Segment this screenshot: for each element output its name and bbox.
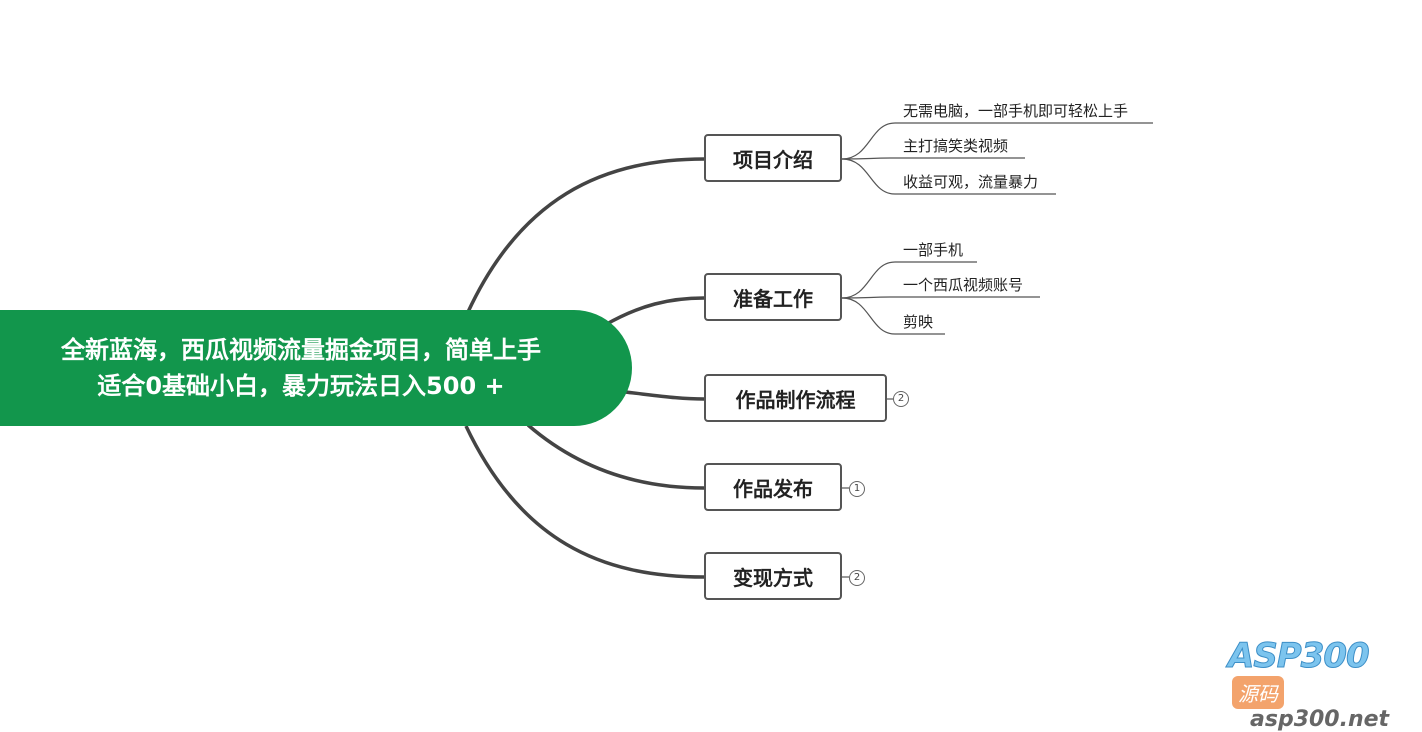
topic-monetization[interactable]: 变现方式 xyxy=(704,552,842,600)
topic-project-intro[interactable]: 项目介绍 xyxy=(704,134,842,182)
topic-production-workflow[interactable]: 作品制作流程 xyxy=(704,374,887,422)
leaf-item[interactable]: 一部手机 xyxy=(903,241,964,259)
link-root-intro xyxy=(466,157,705,313)
watermark-logo: ASP300源码 asp300.net xyxy=(1228,636,1422,732)
root-topic[interactable]: 全新蓝海，西瓜视频流量掘金项目，简单上手 适合0基础小白，暴力玩法日入500 + xyxy=(0,310,632,426)
connector-lines xyxy=(464,122,1153,579)
link-root-publish xyxy=(526,423,705,490)
leaf-item[interactable]: 无需电脑，一部手机即可轻松上手 xyxy=(903,102,1129,120)
leaf-item[interactable]: 收益可观，流量暴力 xyxy=(903,173,1039,191)
watermark-brand: ASP300 xyxy=(1228,636,1371,677)
leaf-item[interactable]: 主打搞笑类视频 xyxy=(903,137,1009,155)
topic-publish[interactable]: 作品发布 xyxy=(704,463,842,511)
leaf-item[interactable]: 一个西瓜视频账号 xyxy=(903,276,1024,294)
collapsed-count-badge[interactable]: 2 xyxy=(849,570,865,586)
link-root-prep xyxy=(604,296,705,327)
link-root-workflow xyxy=(624,390,705,401)
root-title-line2: 适合0基础小白，暴力玩法日入500 + xyxy=(97,372,505,400)
leaf-item[interactable]: 剪映 xyxy=(903,313,934,331)
watermark-tag: 源码 xyxy=(1232,676,1284,709)
topic-preparation[interactable]: 准备工作 xyxy=(704,273,842,321)
collapsed-count-badge[interactable]: 1 xyxy=(849,481,865,497)
watermark-url: asp300.net xyxy=(1250,707,1390,732)
collapsed-count-badge[interactable]: 2 xyxy=(893,391,909,407)
link-root-monetize xyxy=(464,425,705,579)
root-title-line1: 全新蓝海，西瓜视频流量掘金项目，简单上手 xyxy=(61,336,541,364)
